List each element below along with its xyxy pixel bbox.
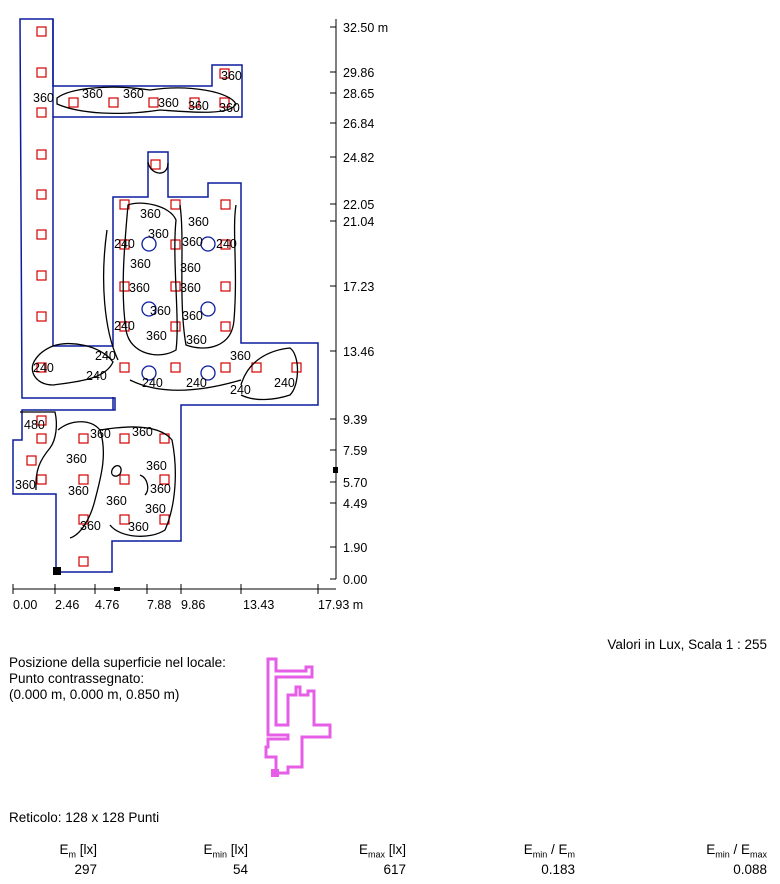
y-tick-label: 4.49 [343,497,367,511]
contour-label: 360 [66,452,87,466]
contour-label: 240 [216,237,237,251]
x-tick-label: 9.86 [181,598,205,612]
isolux-contours [20,86,299,539]
contour-label: 360 [146,329,167,343]
y-tick-label: 0.00 [343,573,367,587]
y-tick-label: 1.90 [343,541,367,555]
x-axis-labels: 0.00 2.46 4.76 7.88 9.86 13.43 17.93 m [13,598,363,612]
contour-label: 360 [180,281,201,295]
contour-label: 360 [146,459,167,473]
contour-label: 240 [142,376,163,390]
position-heading: Posizione della superficie nel locale: [9,655,226,670]
contour-label: 360 [186,333,207,347]
marked-point [53,567,61,575]
contour-label: 360 [219,101,240,115]
room-position-minimap [264,657,332,777]
downlight-circles [141,236,216,381]
contour-label: 240 [114,237,135,251]
y-axis [330,19,337,580]
y-tick-label: 28.65 [343,87,374,101]
contour-label: 360 [129,281,150,295]
stat-emax-value: 617 [383,862,406,877]
stat-em-header: Em [lx] [59,842,97,860]
y-tick-label: 32.50 m [343,21,388,35]
contour-label: 360 [221,69,242,83]
floor-plan-drawing: 360 360 360 360 360 360 360 360 360 360 … [12,18,388,612]
contour-label: 240 [274,376,295,390]
contour-labels: 360 360 360 360 360 360 360 360 360 360 … [15,69,295,534]
y-axis-labels: 32.50 m 29.86 28.65 26.84 24.82 22.05 21… [343,21,388,587]
contour-label: 360 [148,227,169,241]
contour-label: 360 [188,99,209,113]
x-tick-label: 4.76 [95,598,119,612]
room-outline [12,18,319,573]
contour-label: 360 [182,309,203,323]
contour-label: 360 [182,235,203,249]
contour-label: 360 [106,494,127,508]
contour-label: 360 [15,478,36,492]
marked-point-label: Punto contrassegnato: [9,671,145,686]
y-tick-label: 26.84 [343,117,374,131]
contour-label: 240 [33,361,54,375]
contour-label: 480 [24,418,45,432]
contour-label: 360 [180,261,201,275]
y-tick-label: 13.46 [343,345,374,359]
contour-label: 360 [90,427,111,441]
grid-info: Reticolo: 128 x 128 Punti [9,810,160,825]
contour-label: 360 [140,207,161,221]
y-tick-label: 9.39 [343,413,367,427]
contour-label: 240 [186,376,207,390]
stat-ratio-min-max-header: Emin / Emax [706,842,767,860]
stat-ratio-min-mean-header: Emin / Em [523,842,575,860]
contour-label: 360 [80,519,101,533]
x-tick-label: 2.46 [55,598,79,612]
stat-ratio-min-mean-value: 0.183 [541,862,575,877]
contour-label: 360 [145,502,166,516]
y-tick-label: 29.86 [343,66,374,80]
contour-label: 360 [33,91,54,105]
contour-label: 240 [95,349,116,363]
contour-label: 240 [114,319,135,333]
stat-emin-header: Emin [lx] [203,842,248,860]
y-tick-label: 17.23 [343,280,374,294]
stat-em-value: 297 [74,862,97,877]
stat-emin-value: 54 [232,862,248,877]
stat-emax-header: Emax [lx] [358,842,406,860]
contour-label: 360 [128,520,149,534]
y-tick-label: 21.04 [343,215,374,229]
contour-label: 360 [230,349,251,363]
contour-label: 360 [158,96,179,110]
marked-point-coords: (0.000 m, 0.000 m, 0.850 m) [9,687,180,702]
contour-label: 360 [132,425,153,439]
contour-label: 360 [150,304,171,318]
contour-label: 360 [68,484,89,498]
contour-label: 360 [123,87,144,101]
contour-label: 240 [86,369,107,383]
y-tick-label: 24.82 [343,151,374,165]
y-tick-label: 7.59 [343,444,367,458]
x-axis [12,584,336,594]
contour-label: 360 [82,87,103,101]
y-tick-label: 22.05 [343,198,374,212]
x-tick-label: 13.43 [243,598,274,612]
x-tick-label: 7.88 [147,598,171,612]
y-tick-label: 5.70 [343,476,367,490]
contour-label: 360 [150,482,171,496]
contour-label: 360 [130,257,151,271]
x-tick-label: 17.93 m [318,598,363,612]
stat-ratio-min-max-value: 0.088 [733,862,767,877]
contour-label: 360 [188,215,209,229]
contour-label: 240 [230,383,251,397]
scale-caption: Valori in Lux, Scala 1 : 255 [607,637,767,652]
x-tick-label: 0.00 [13,598,37,612]
